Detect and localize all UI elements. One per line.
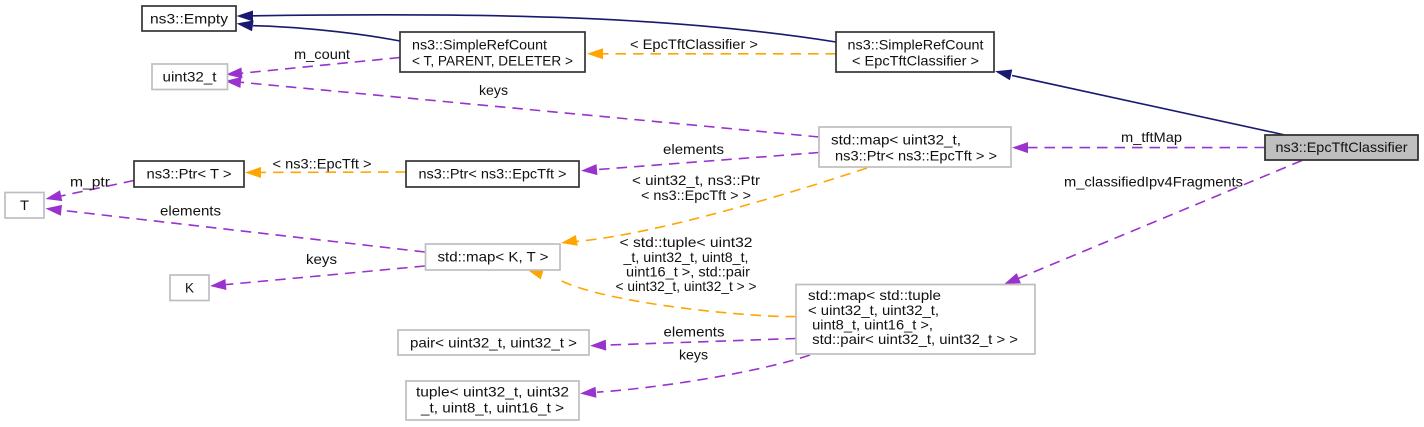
svg-text:uint16_t >, std::pair: uint16_t >, std::pair (622, 264, 750, 280)
svg-text:uint32_t: uint32_t (163, 69, 217, 85)
svg-text:tuple< uint32_t, uint32: tuple< uint32_t, uint32 (416, 384, 569, 400)
svg-text:keys: keys (479, 82, 508, 98)
svg-text:< T, PARENT, DELETER >: < T, PARENT, DELETER > (412, 53, 573, 69)
svg-text:< ns3::EpcTft > >: < ns3::EpcTft > > (641, 187, 751, 203)
svg-text:m_count: m_count (294, 46, 350, 62)
svg-text:_t, uint32_t, uint8_t,: _t, uint32_t, uint8_t, (622, 249, 748, 265)
svg-text:ns3::Empty: ns3::Empty (150, 11, 228, 27)
svg-text:< std::tuple< uint32: < std::tuple< uint32 (620, 234, 753, 250)
svg-text:elements: elements (664, 324, 725, 340)
svg-text:_t, uint8_t, uint16_t >: _t, uint8_t, uint16_t > (420, 400, 564, 416)
svg-text:ns3::Ptr< T >: ns3::Ptr< T > (147, 166, 232, 182)
svg-text:m_ptr: m_ptr (70, 174, 110, 190)
svg-text:< uint32_t, uint32_t > >: < uint32_t, uint32_t > > (616, 278, 757, 294)
svg-text:ns3::EpcTftClassifier: ns3::EpcTftClassifier (1276, 139, 1408, 155)
svg-text:ns3::SimpleRefCount: ns3::SimpleRefCount (412, 37, 547, 53)
svg-text:< uint32_t, uint32_t,: < uint32_t, uint32_t, (808, 302, 939, 318)
svg-text:< EpcTftClassifier >: < EpcTftClassifier > (630, 36, 758, 52)
svg-text:std::map< K, T >: std::map< K, T > (438, 249, 549, 265)
svg-text:std::map< uint32_t,: std::map< uint32_t, (831, 132, 961, 148)
svg-text:uint8_t, uint16_t >,: uint8_t, uint16_t >, (808, 317, 933, 333)
svg-text:ns3::Ptr< ns3::EpcTft > >: ns3::Ptr< ns3::EpcTft > > (831, 148, 997, 164)
svg-text:elements: elements (160, 203, 221, 219)
svg-text:keys: keys (679, 347, 708, 363)
svg-text:std::map< std::tuple: std::map< std::tuple (808, 287, 941, 303)
svg-text:pair< uint32_t, uint32_t >: pair< uint32_t, uint32_t > (410, 335, 577, 351)
svg-text:m_classifiedIpv4Fragments: m_classifiedIpv4Fragments (1064, 174, 1243, 190)
svg-text:T: T (20, 197, 29, 213)
svg-text:< EpcTftClassifier >: < EpcTftClassifier > (852, 53, 979, 69)
svg-text:< uint32_t, ns3::Ptr: < uint32_t, ns3::Ptr (632, 172, 760, 188)
svg-text:ns3::SimpleRefCount: ns3::SimpleRefCount (848, 37, 984, 53)
svg-text:ns3::Ptr< ns3::EpcTft >: ns3::Ptr< ns3::EpcTft > (419, 166, 567, 182)
svg-text:keys: keys (306, 251, 337, 267)
svg-text:elements: elements (663, 141, 724, 157)
svg-text:< ns3::EpcTft >: < ns3::EpcTft > (273, 156, 372, 172)
svg-text:std::pair< uint32_t, uint32_t: std::pair< uint32_t, uint32_t > > (808, 331, 1018, 347)
svg-text:m_tftMap: m_tftMap (1121, 129, 1182, 145)
svg-text:K: K (185, 280, 195, 296)
